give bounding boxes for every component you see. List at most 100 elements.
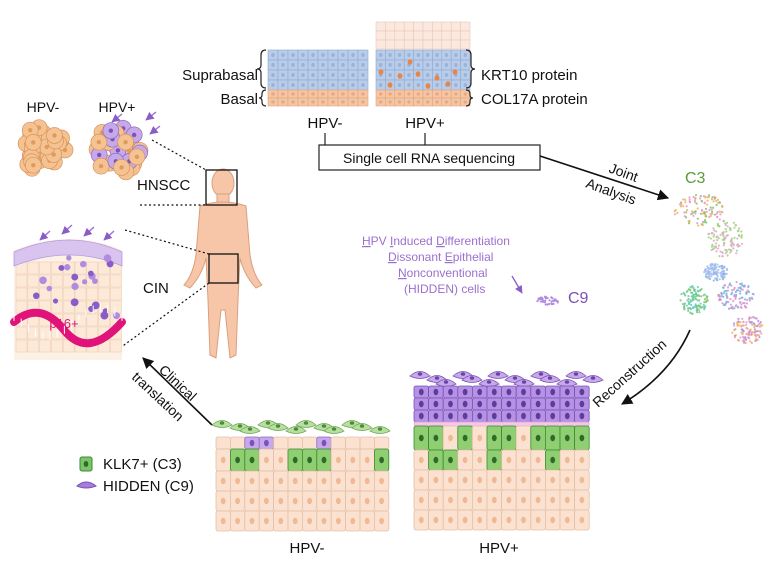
tissue-cell bbox=[422, 21, 433, 32]
umap-point bbox=[737, 305, 740, 309]
cell-nucleus bbox=[341, 100, 345, 104]
epithelial-nucleus bbox=[235, 456, 241, 464]
umap-point bbox=[696, 222, 699, 225]
umap-point bbox=[692, 195, 695, 199]
cell-nucleus bbox=[331, 73, 335, 77]
umap-point bbox=[679, 205, 683, 208]
umap-point bbox=[688, 198, 691, 201]
epithelial-nucleus bbox=[462, 456, 468, 464]
epithelial-nucleus bbox=[564, 434, 570, 442]
umap-point bbox=[723, 238, 726, 241]
umap-point bbox=[722, 269, 725, 273]
cell-nucleus bbox=[416, 92, 420, 96]
umap-point bbox=[739, 321, 742, 324]
epithelial-nucleus bbox=[550, 412, 556, 420]
epithelial-nucleus bbox=[550, 516, 556, 524]
umap-point bbox=[731, 331, 734, 334]
umap-point bbox=[699, 212, 702, 215]
epithelial-nucleus bbox=[379, 497, 384, 505]
umap-point bbox=[679, 201, 683, 204]
col17a-nucleus bbox=[387, 82, 393, 88]
umap-point bbox=[719, 213, 722, 216]
umap-point bbox=[707, 277, 710, 280]
umap-point bbox=[692, 293, 695, 296]
legend: KLK7+ (C3) HIDDEN (C9) bbox=[76, 456, 194, 495]
col17a-label: COL17A protein bbox=[481, 91, 588, 108]
umap-point bbox=[741, 288, 744, 291]
umap-point bbox=[683, 292, 686, 295]
legend-hidden-label: HIDDEN (C9) bbox=[103, 478, 194, 495]
col17a-nucleus bbox=[407, 59, 413, 65]
epithelial-nucleus bbox=[521, 456, 526, 464]
cell-nucleus bbox=[388, 100, 392, 104]
umap-point bbox=[708, 215, 711, 219]
cin-cell bbox=[98, 274, 110, 288]
umap-point bbox=[693, 200, 697, 204]
umap-point bbox=[708, 268, 711, 271]
bottom-hpv-neg-label: HPV- bbox=[289, 540, 324, 557]
clinical-translation-arrow bbox=[142, 357, 213, 426]
left-hpv-pos-label: HPV+ bbox=[99, 99, 136, 115]
umap-point bbox=[748, 337, 751, 340]
umap-point bbox=[716, 275, 719, 278]
cell-nucleus bbox=[331, 63, 335, 67]
epithelial-nucleus bbox=[220, 477, 226, 485]
cell-nucleus bbox=[379, 92, 383, 96]
umap-point bbox=[712, 270, 715, 274]
umap-point bbox=[713, 233, 716, 236]
umap-point bbox=[718, 299, 721, 302]
umap-point bbox=[684, 201, 687, 204]
umap-point bbox=[749, 328, 752, 331]
cell-nucleus bbox=[426, 92, 430, 96]
epithelial-nucleus bbox=[418, 400, 424, 408]
umap-point bbox=[716, 222, 720, 225]
umap-point bbox=[749, 340, 752, 343]
cell-nucleus bbox=[388, 73, 392, 77]
umap-point bbox=[712, 206, 715, 209]
tissue-cell bbox=[394, 21, 405, 32]
epithelial-nucleus bbox=[379, 517, 384, 525]
umap-point bbox=[729, 227, 732, 231]
cin-hpv-nucleus bbox=[71, 282, 79, 291]
epithelial-nucleus bbox=[418, 516, 424, 524]
umap-point bbox=[733, 293, 736, 297]
umap-point bbox=[703, 308, 706, 311]
cin-hpv-nucleus bbox=[79, 260, 87, 268]
tumor-spheroid-hpv-pos bbox=[88, 111, 161, 181]
epithelial-nucleus bbox=[418, 434, 424, 442]
cell-nucleus bbox=[331, 53, 335, 57]
umap-point bbox=[708, 208, 711, 212]
cell-nucleus bbox=[463, 92, 467, 96]
cell-nucleus bbox=[454, 100, 458, 104]
cell-nucleus bbox=[463, 100, 467, 104]
epithelial-nucleus bbox=[321, 456, 327, 464]
epithelial-cell bbox=[215, 436, 231, 450]
cell-nucleus bbox=[426, 53, 430, 57]
umap-point bbox=[707, 232, 710, 235]
umap-point bbox=[706, 265, 709, 268]
cell-nucleus bbox=[271, 73, 275, 77]
umap-point bbox=[736, 237, 739, 240]
epithelial-nucleus bbox=[321, 439, 327, 447]
umap-point bbox=[721, 251, 724, 255]
cell-nucleus bbox=[291, 92, 295, 96]
cell-nucleus bbox=[341, 73, 345, 77]
cin-cell bbox=[51, 274, 63, 288]
epithelial-nucleus bbox=[249, 497, 255, 505]
cell-nucleus bbox=[291, 63, 295, 67]
umap-point bbox=[692, 298, 696, 301]
cin-hpv-nucleus bbox=[52, 298, 59, 304]
umap-point bbox=[690, 295, 693, 298]
epithelial-nucleus bbox=[433, 400, 439, 408]
umap-point bbox=[726, 225, 729, 228]
umap-point-c9 bbox=[543, 301, 546, 304]
epithelial-nucleus bbox=[292, 517, 298, 525]
col17a-nucleus bbox=[434, 75, 440, 81]
umap-point bbox=[716, 276, 719, 280]
umap-point bbox=[682, 306, 686, 310]
cell-nucleus bbox=[271, 63, 275, 67]
umap-point bbox=[737, 227, 741, 230]
umap-point bbox=[705, 210, 708, 213]
epithelial-nucleus bbox=[535, 412, 541, 420]
epithelial-nucleus bbox=[550, 400, 556, 408]
